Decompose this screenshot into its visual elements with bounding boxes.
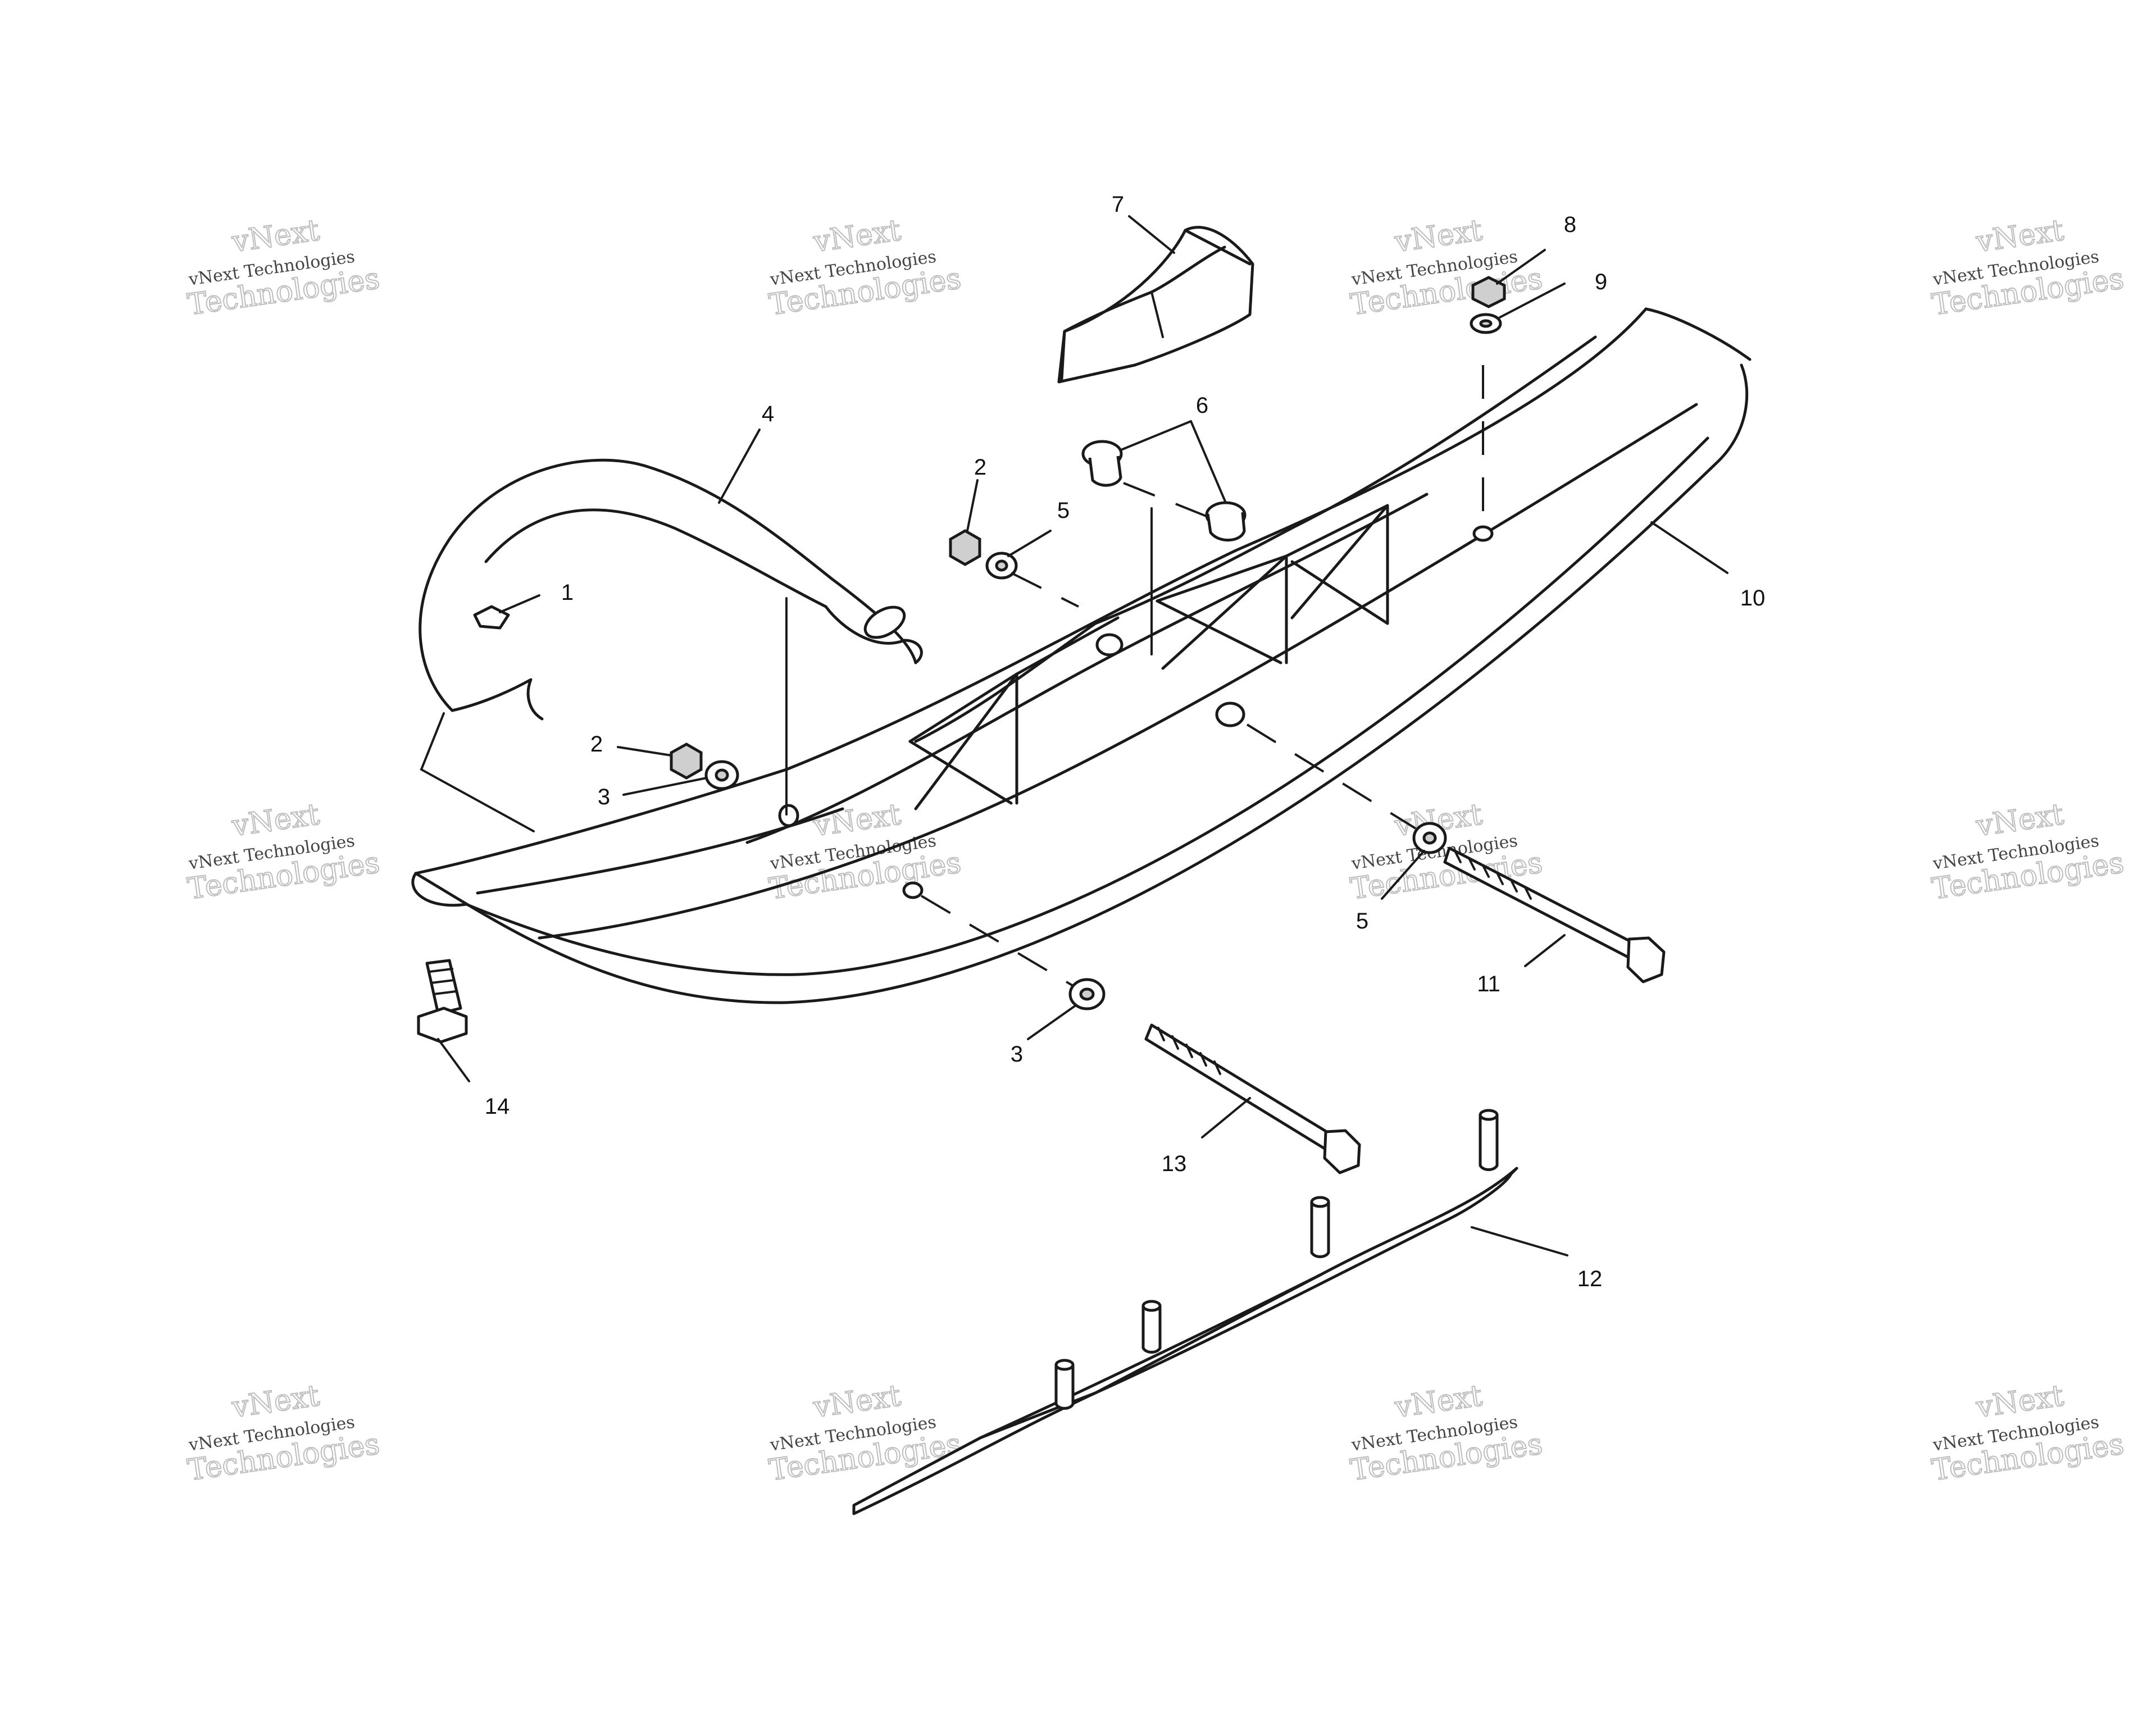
callout-13: 13 bbox=[1162, 1151, 1187, 1176]
callout-2-upper: 2 bbox=[974, 455, 986, 480]
callout-14: 14 bbox=[485, 1094, 510, 1119]
callout-11: 11 bbox=[1477, 972, 1500, 996]
watermark-word-top: vNext bbox=[811, 798, 903, 843]
watermark-word-top: vNext bbox=[811, 213, 903, 259]
watermark-word-top: vNext bbox=[230, 213, 322, 259]
watermark-word-top: vNext bbox=[230, 798, 322, 843]
watermark-word-top: vNext bbox=[1974, 213, 2066, 259]
bolt-long-bottom bbox=[1144, 1023, 1361, 1174]
watermark-word-top: vNext bbox=[1974, 1379, 2066, 1424]
ski-loop-handle bbox=[419, 458, 923, 832]
watermark-word-top: vNext bbox=[811, 1379, 903, 1424]
watermark-word-top: vNext bbox=[1974, 798, 2066, 843]
callout-4: 4 bbox=[762, 402, 774, 426]
callout-3-left: 3 bbox=[598, 785, 610, 809]
bolt-long-right bbox=[1443, 846, 1666, 983]
callout-labels: 1 2 2 3 3 3 4 5 5 6 7 8 9 10 11 12 13 14 bbox=[485, 192, 1766, 1291]
callout-9: 9 bbox=[1595, 270, 1607, 294]
callout-8: 8 bbox=[1564, 212, 1576, 237]
bolt-short bbox=[417, 959, 468, 1044]
watermark-word-top: vNext bbox=[1393, 1379, 1485, 1424]
callout-12: 12 bbox=[1577, 1267, 1603, 1291]
callout-2-lower: 2 bbox=[590, 732, 603, 757]
ski-body bbox=[411, 307, 1752, 1004]
callout-1: 1 bbox=[561, 580, 574, 605]
callout-7: 7 bbox=[1112, 192, 1124, 217]
callout-10: 10 bbox=[1740, 586, 1766, 611]
carbide-runner bbox=[852, 1109, 1518, 1515]
hardware bbox=[473, 276, 1506, 1010]
leader-lines bbox=[437, 215, 1729, 1256]
callout-6: 6 bbox=[1196, 393, 1208, 418]
watermark-word-top: vNext bbox=[230, 1379, 322, 1424]
wear-block bbox=[1057, 226, 1254, 384]
watermark-word-top: vNext bbox=[1393, 213, 1485, 259]
callout-3-bottom: 3 bbox=[1011, 1042, 1023, 1067]
callout-5-upper: 5 bbox=[1057, 498, 1070, 523]
callout-5-right: 5 bbox=[1356, 909, 1368, 933]
